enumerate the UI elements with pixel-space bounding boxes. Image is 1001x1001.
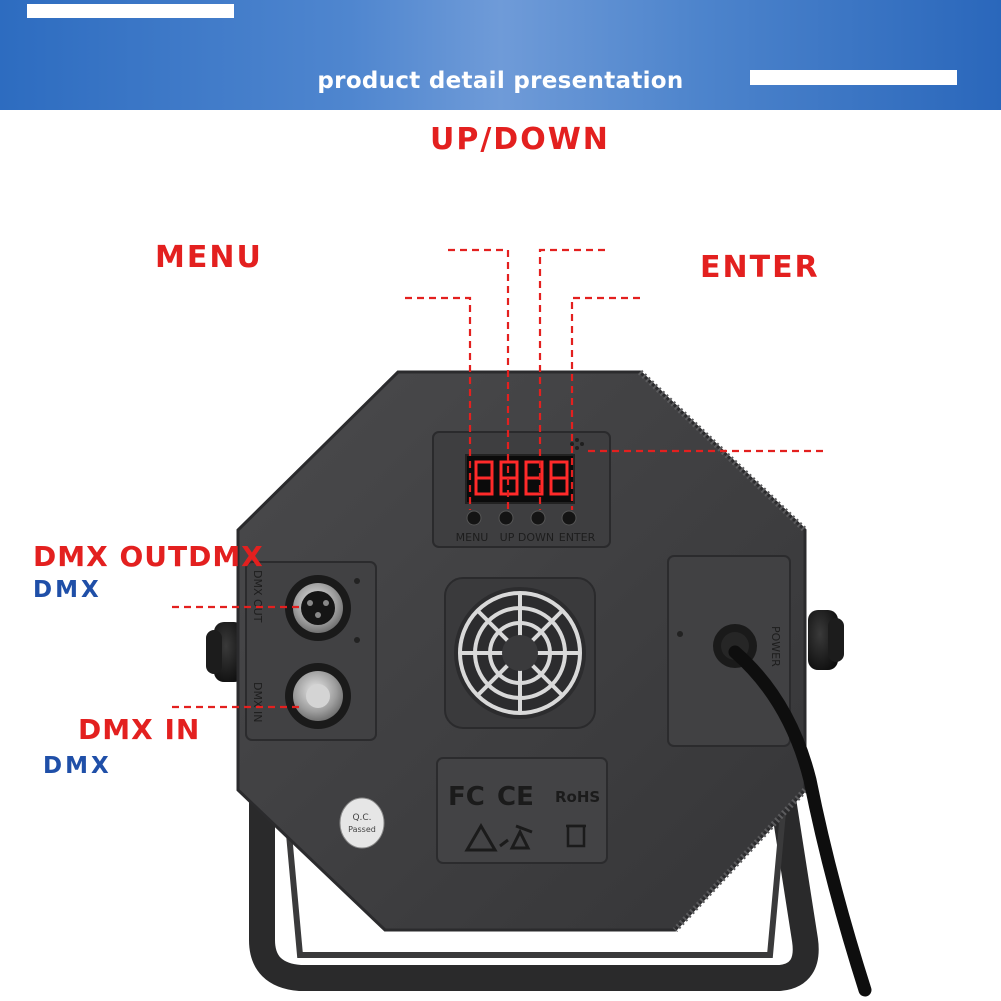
mounting-bracket	[249, 777, 819, 991]
menu-callout-line	[405, 296, 472, 510]
button-label-down: DOWN	[518, 531, 554, 544]
menu-button	[466, 510, 482, 526]
svg-text:Q.C.: Q.C.	[352, 813, 371, 823]
callout-menu: MENU	[155, 240, 263, 275]
port-in-label: DMX IN	[251, 682, 264, 722]
enter-button	[561, 510, 577, 526]
button-label-menu: MENU	[456, 531, 489, 544]
banner-title: product detail presentation	[317, 68, 684, 94]
banner-bar-right	[750, 70, 957, 85]
button-label-enter: ENTER	[559, 531, 596, 544]
cert-plate	[436, 757, 608, 864]
ce-mark: CE	[497, 782, 534, 812]
svg-text:Passed: Passed	[348, 825, 376, 834]
recycle-icon	[499, 824, 533, 850]
callout-dmx-in: DMX IN	[78, 713, 201, 746]
port-out-label: DMX OUT	[251, 570, 264, 623]
up-button	[498, 510, 514, 526]
right-knob	[808, 610, 844, 670]
callout-up-down: UP/DOWN	[430, 122, 610, 157]
panel-buttons	[466, 510, 577, 526]
warning-icon	[464, 823, 498, 852]
callout-dmx-in-sub: DMX	[43, 753, 112, 779]
fc-mark: FC	[448, 782, 485, 812]
rohs-mark: RoHS	[555, 788, 600, 806]
power-label: POWER	[769, 626, 782, 667]
down-callout-line	[538, 248, 605, 510]
dmx-out-connector	[285, 575, 360, 641]
callout-enter: ENTER	[700, 250, 820, 285]
fan-grille	[444, 577, 596, 729]
down-button	[530, 510, 546, 526]
callout-dmx-out: DMX OUTDMX	[33, 540, 264, 573]
dmx-in-connector	[285, 637, 360, 729]
weee-icon	[566, 824, 586, 848]
banner-bar-left	[27, 4, 234, 18]
power-cable	[728, 645, 872, 997]
up-callout-line	[448, 248, 510, 510]
header-banner: product detail presentation	[0, 0, 1001, 110]
callout-dmx-out-sub: DMX	[33, 577, 102, 603]
callout-lines	[172, 248, 828, 709]
qc-sticker: Q.C. Passed	[339, 797, 385, 849]
button-label-up: UP	[500, 531, 515, 544]
enter-callout-line	[570, 296, 640, 510]
